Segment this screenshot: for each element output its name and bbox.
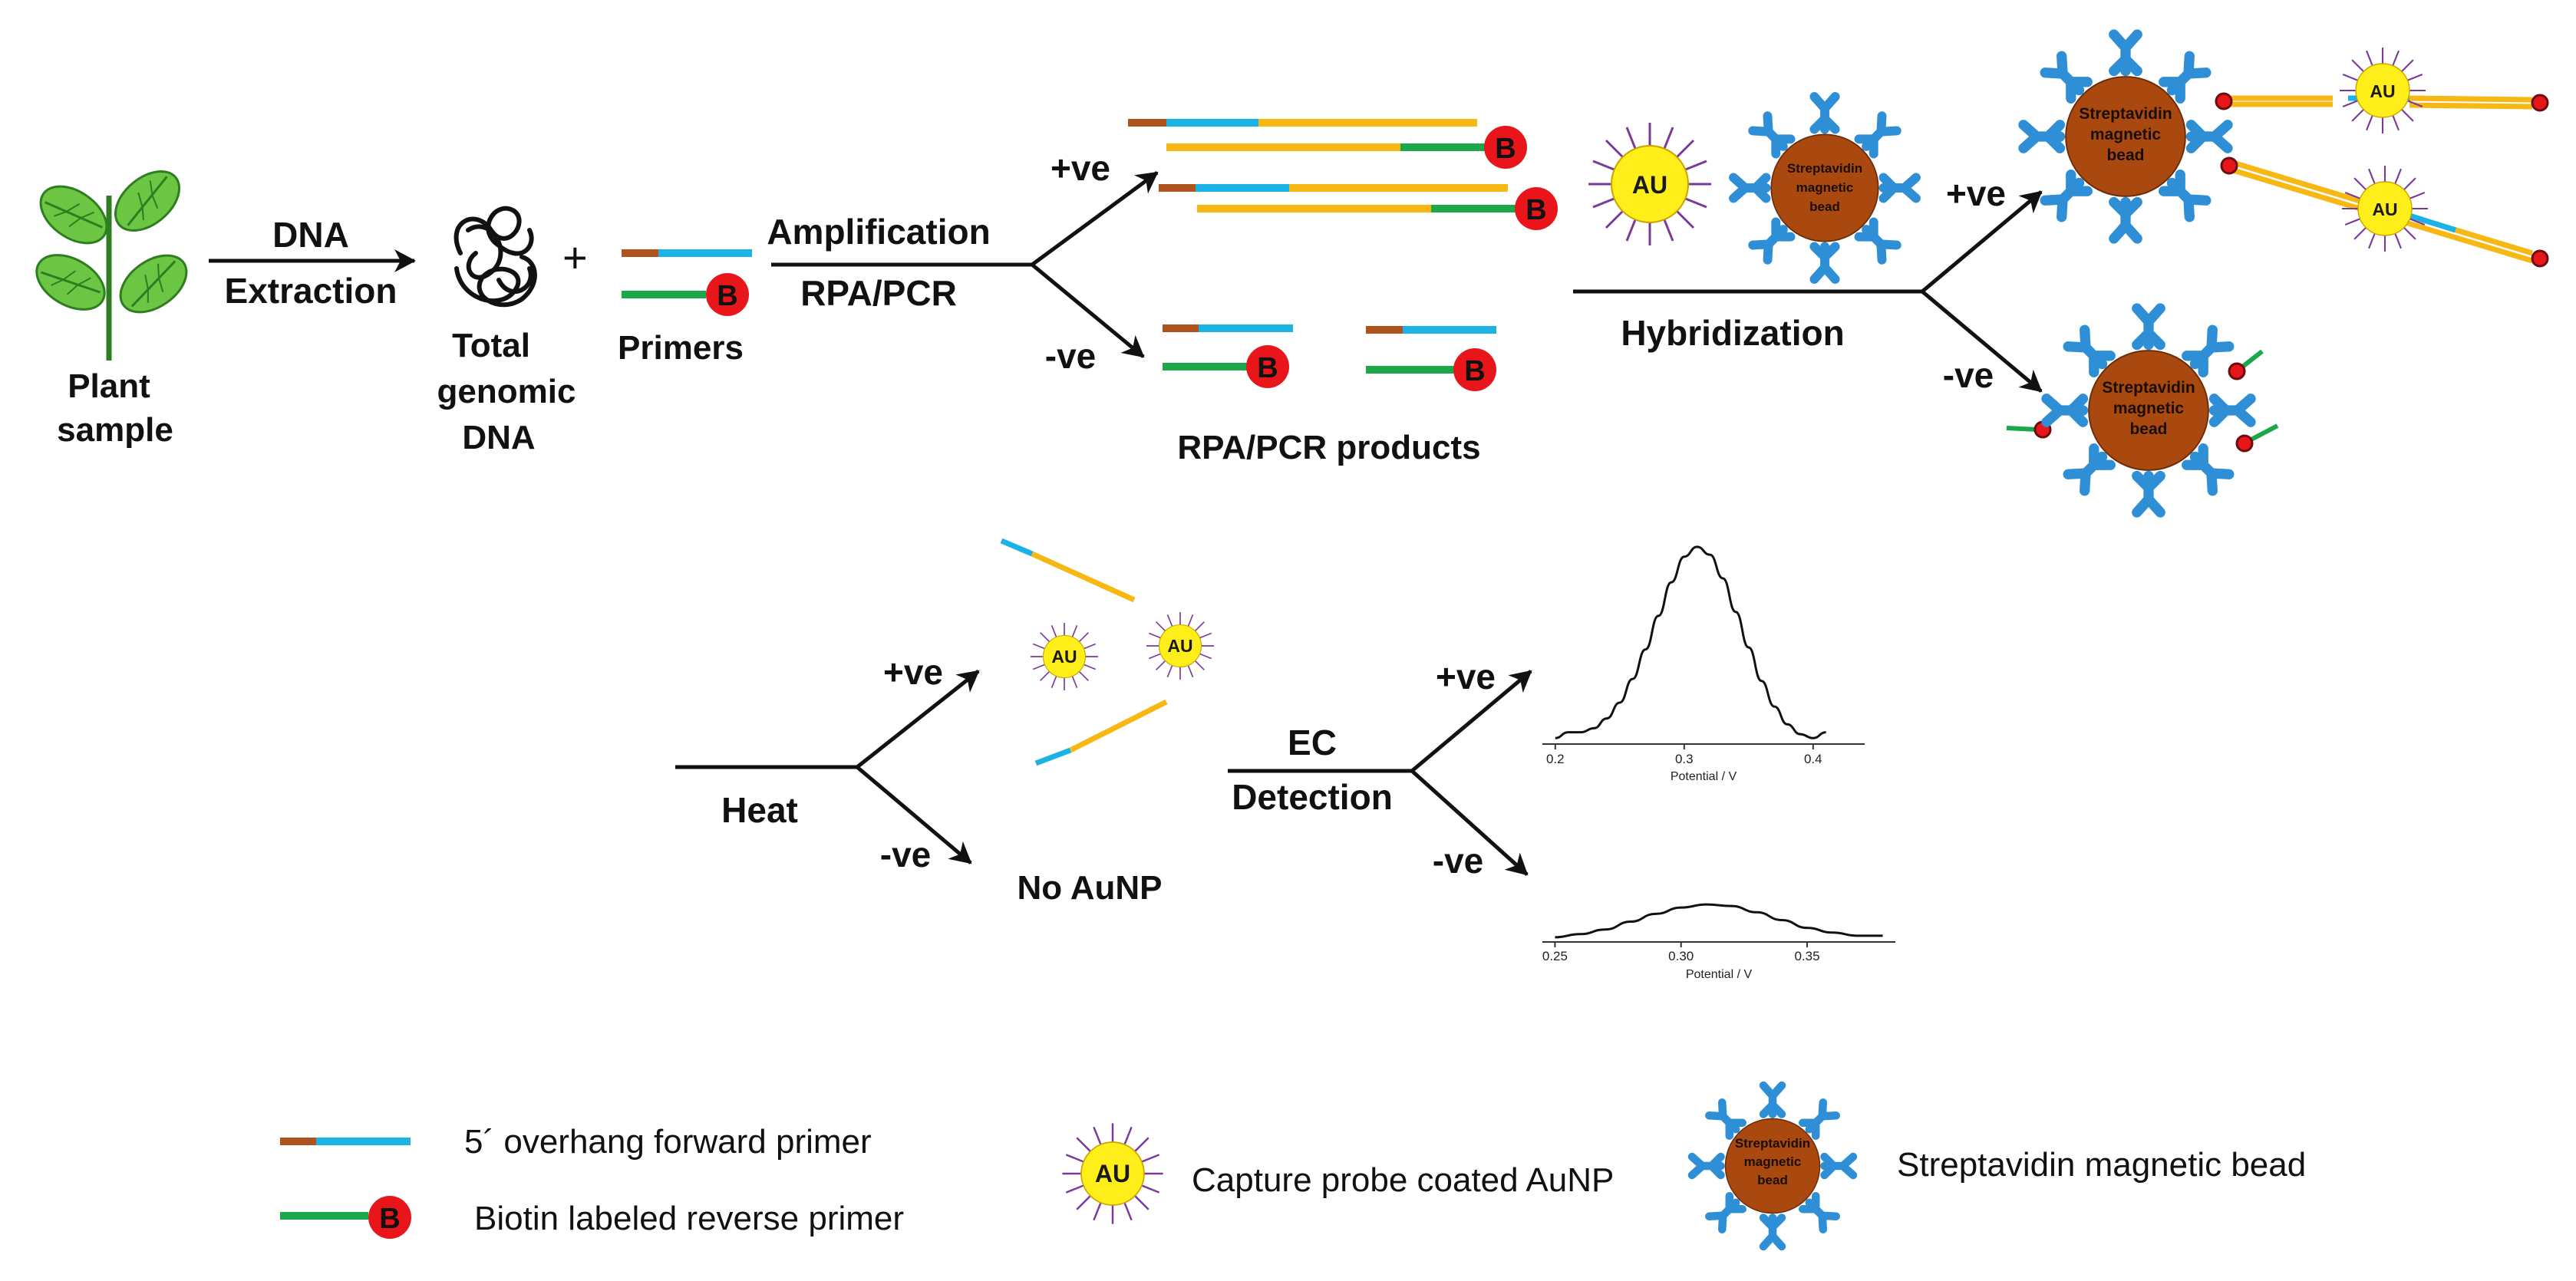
heat-label: Heat (721, 790, 798, 830)
bead-label-1: Streptavidin (1735, 1136, 1810, 1151)
unamplified-primers-1 (1163, 324, 1293, 388)
dna-extraction-label-2: Extraction (225, 271, 397, 311)
biotin-label: B (1257, 352, 1278, 384)
bead-label-3: bead (2129, 420, 2167, 438)
bead-label-3: bead (1757, 1173, 1788, 1187)
tangled-dna-icon (454, 206, 537, 308)
amplification-neg-arrow (1031, 263, 1145, 358)
heat-neg-arrow (856, 766, 972, 864)
x-tick-label: 0.35 (1794, 949, 1819, 963)
hybridization-pos-label: +ve (1946, 173, 2006, 213)
au-label: AU (1051, 647, 1077, 667)
heat-pos-arrow (856, 670, 980, 769)
rpa-products-label: RPA/PCR products (1177, 429, 1480, 466)
hybridization-pos-arrow (1921, 190, 2043, 293)
biotin-label: B (1464, 355, 1485, 387)
bead-label-2: magnetic (2113, 400, 2185, 417)
current-trace (1555, 545, 1826, 739)
hybridization-label: Hybridization (1621, 313, 1844, 353)
bead-label-1: Streptavidin (2102, 379, 2195, 397)
bead-label-3: bead (2106, 147, 2144, 164)
biotin-label: B (1525, 194, 1546, 226)
genomic-label-2: genomic (437, 373, 576, 410)
bead-label-1: Streptavidin (1787, 161, 1862, 176)
legend-forward-primer-label: 5´ overhang forward primer (464, 1123, 872, 1161)
amplification-pos-label: +ve (1051, 148, 1110, 188)
legend-reverse-primer-label: Biotin labeled reverse primer (474, 1200, 904, 1237)
legend-aunp-label: Capture probe coated AuNP (1192, 1161, 1614, 1199)
au-label: AU (1632, 171, 1667, 199)
primers-icon (622, 249, 752, 316)
biotin-label: B (1495, 133, 1516, 165)
au-label: AU (2372, 199, 2397, 219)
dna-extraction-label-1: DNA (272, 215, 349, 255)
released-aunp-icon (1000, 538, 1215, 766)
amplification-pos-arrow (1031, 170, 1159, 267)
biotin-label: B (379, 1203, 400, 1235)
ec-pos-arrow (1410, 670, 1532, 772)
bead-label-2: magnetic (2090, 126, 2162, 143)
bead-label-2: magnetic (1796, 180, 1854, 195)
no-aunp-label: No AuNP (1017, 869, 1162, 907)
heat-neg-label: -ve (880, 835, 931, 874)
hybridization-neg-label: -ve (1943, 355, 1994, 395)
plus-sign: + (562, 233, 588, 282)
x-tick-label: 0.2 (1546, 752, 1565, 766)
amplicon-2 (1159, 184, 1558, 230)
x-tick-label: 0.3 (1675, 752, 1694, 766)
bead-primer-complex-icon (2006, 308, 2279, 512)
heat-pos-label: +ve (883, 652, 943, 692)
x-tick-label: 0.30 (1668, 949, 1694, 963)
x-tick-label: 0.4 (1804, 752, 1822, 766)
bead-au-complex-icon (2024, 35, 2549, 268)
primers-label: Primers (618, 329, 744, 367)
ec-neg-label: -ve (1433, 841, 1483, 881)
amplification-neg-label: -ve (1045, 336, 1096, 376)
plant-label-1: Plant (68, 367, 150, 405)
bead-label-1: Streptavidin (2079, 105, 2172, 123)
amplicon-1 (1128, 119, 1527, 169)
genomic-label-3: DNA (462, 419, 535, 456)
legend-reverse-primer-swatch (280, 1196, 411, 1239)
x-axis-label: Potential / V (1686, 968, 1753, 981)
plant-icon (25, 158, 199, 361)
biotin-label: B (717, 280, 737, 312)
ec-label-2: Detection (1232, 777, 1393, 817)
plant-label-2: sample (57, 411, 173, 449)
x-axis-label: Potential / V (1671, 770, 1737, 783)
au-label: AU (2370, 81, 2395, 101)
unamplified-primers-2 (1366, 326, 1496, 391)
amplification-label: Amplification (767, 212, 990, 252)
bead-label-3: bead (1809, 199, 1840, 214)
ec-neg-arrow (1410, 769, 1529, 876)
au-label: AU (1167, 636, 1192, 656)
ec-label-1: EC (1288, 723, 1337, 762)
hybridization-neg-arrow (1921, 290, 2043, 393)
x-tick-label: 0.25 (1542, 949, 1568, 963)
genomic-label-1: Total (452, 327, 530, 364)
au-label: AU (1095, 1160, 1130, 1187)
ec-pos-label: +ve (1436, 657, 1496, 696)
rpa-pcr-label: RPA/PCR (800, 273, 957, 313)
bead-label-2: magnetic (1744, 1154, 1802, 1169)
current-trace (1555, 903, 1883, 939)
legend-bead-label: Streptavidin magnetic bead (1897, 1146, 2306, 1184)
legend: 5´ overhang forward primer B Biotin labe… (280, 1085, 2306, 1246)
